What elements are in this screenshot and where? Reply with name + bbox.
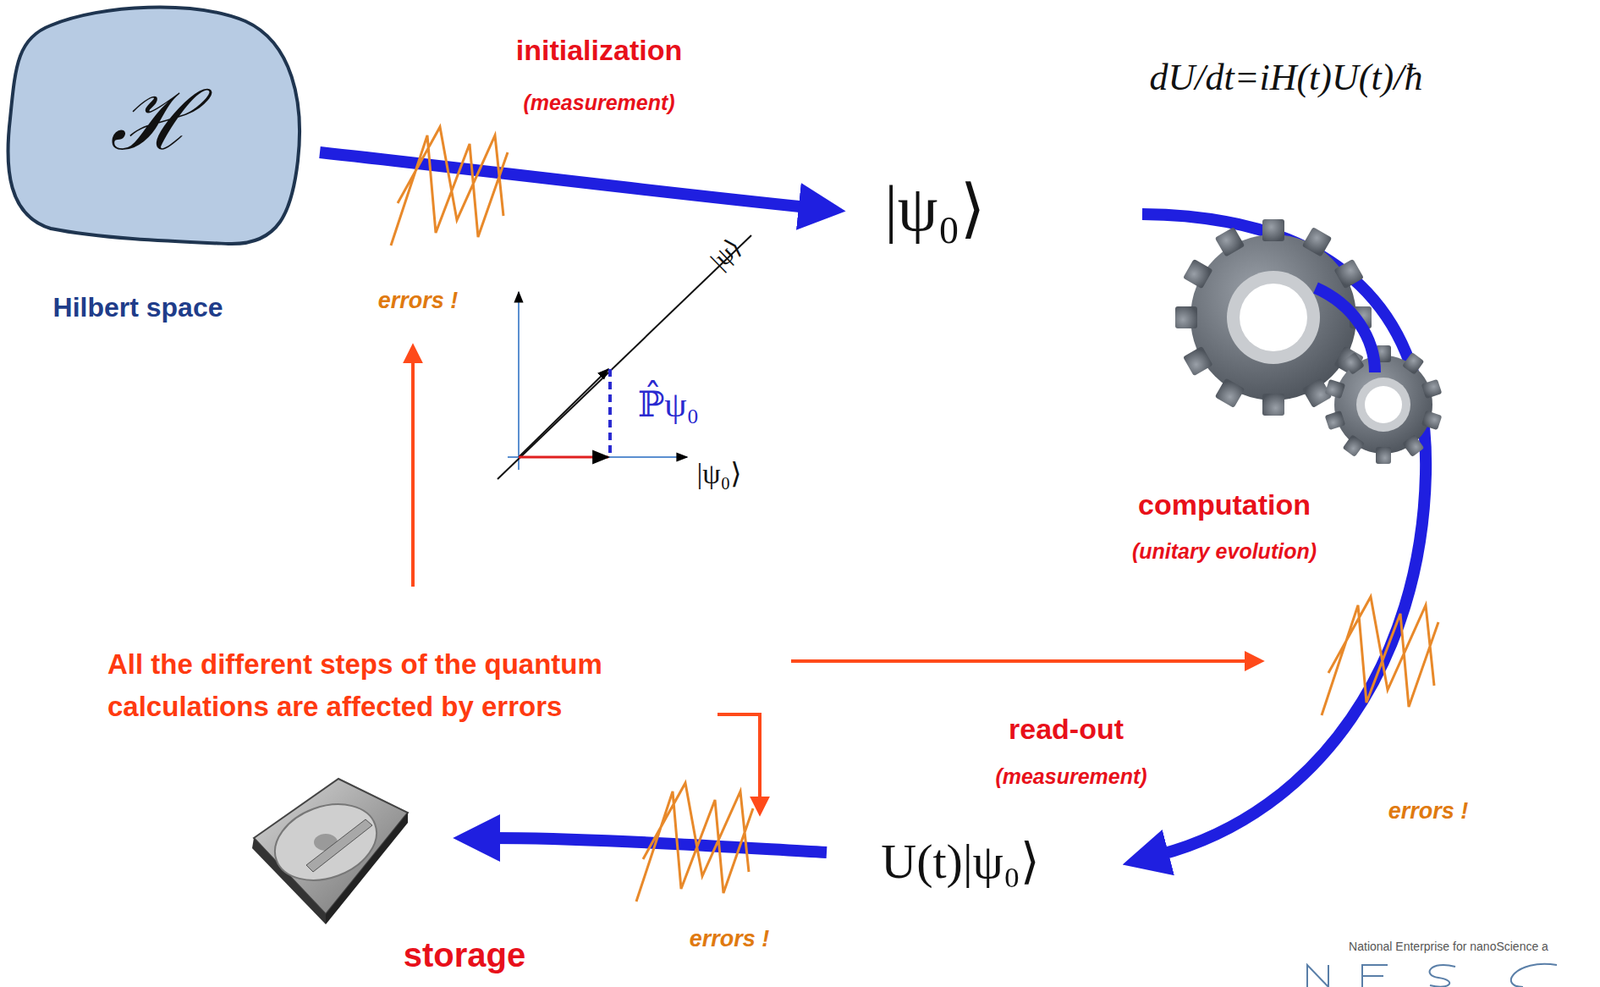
gear-tooth bbox=[1215, 377, 1246, 408]
logo-mark bbox=[1307, 963, 1557, 987]
gear-tooth bbox=[1325, 379, 1347, 399]
pointer-arrow bbox=[412, 346, 1261, 813]
error-statement: All the different steps of the quantum c… bbox=[107, 643, 726, 727]
gear-tooth bbox=[1342, 351, 1365, 375]
gear-tooth bbox=[1402, 351, 1425, 375]
gear-tooth bbox=[1182, 258, 1214, 290]
gear-tooth bbox=[1402, 434, 1425, 457]
state-label: U(t)|ψ₀⟩ bbox=[880, 833, 1040, 891]
error-note: errors ! bbox=[689, 925, 770, 952]
gear-tooth bbox=[1421, 410, 1443, 430]
node-caption: Hilbert space bbox=[53, 291, 224, 324]
logo-text: National Enterprise for nanoScience a bbox=[1348, 939, 1549, 953]
node-symbol: ℋ bbox=[4, 80, 303, 162]
gear-tooth bbox=[1325, 410, 1347, 430]
gear-tooth bbox=[1215, 226, 1246, 258]
step-title: initialization bbox=[516, 33, 682, 67]
gear-tooth bbox=[1175, 306, 1198, 329]
step-title: read-out bbox=[1008, 712, 1124, 746]
gear-tooth bbox=[1182, 346, 1214, 377]
gear-tooth bbox=[1421, 379, 1443, 399]
vector-label: |ψ⟩ bbox=[704, 232, 748, 275]
gear-tooth bbox=[1262, 219, 1285, 242]
step-title: computation bbox=[1138, 488, 1311, 522]
equation: dU/dt=iH(t)U(t)/ħ bbox=[1149, 56, 1424, 100]
step-subtitle: (unitary evolution) bbox=[1132, 538, 1317, 564]
hard-disk-icon bbox=[252, 778, 408, 924]
noise-zigzag bbox=[390, 126, 1439, 902]
gear-tooth bbox=[1342, 434, 1365, 457]
state-label: |ψ₀⟩ bbox=[885, 171, 986, 246]
projection-inset bbox=[497, 235, 752, 479]
flow-arrow bbox=[1142, 214, 1426, 855]
error-note: errors ! bbox=[378, 287, 459, 314]
gear-tooth bbox=[1302, 226, 1333, 258]
flow-arrow bbox=[319, 152, 809, 208]
gear-icon bbox=[1175, 219, 1442, 464]
step-subtitle: (measurement) bbox=[522, 90, 675, 116]
gear-tooth bbox=[1333, 258, 1364, 290]
flow-arrow bbox=[490, 837, 827, 853]
axis-label: |ψ₀⟩ bbox=[696, 456, 742, 490]
step-subtitle: (measurement) bbox=[995, 764, 1147, 789]
gear-tooth bbox=[1375, 446, 1392, 464]
projector-label: ℙ̂ψ₀ bbox=[637, 384, 700, 425]
step-title: storage bbox=[403, 934, 527, 974]
gear-tooth bbox=[1262, 393, 1285, 416]
hilbert-space-node: ℋHilbert space bbox=[4, 4, 303, 248]
error-note: errors ! bbox=[1388, 797, 1469, 825]
